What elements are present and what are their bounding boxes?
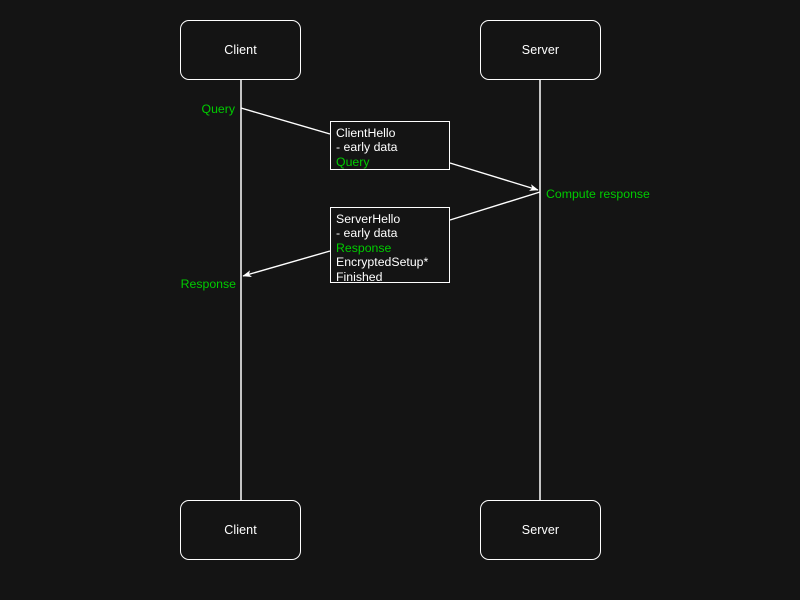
message-connector-client-hello-in	[240, 107, 331, 135]
message-line-server-hello-0: ServerHello	[336, 212, 401, 226]
message-line-server-hello-3: EncryptedSetup*	[336, 255, 429, 270]
message-line-client-hello-2: Query	[336, 154, 370, 169]
message-line-client-hello-0: ClientHello	[336, 126, 396, 140]
actor-box-client-foot[interactable]: Client	[180, 500, 301, 560]
actor-box-server-foot[interactable]: Server	[480, 500, 601, 560]
message-connector-server-hello-in	[449, 191, 541, 221]
message-line-server-hello-4: Finished	[336, 269, 383, 284]
message-line-server-hello-2: Response	[336, 240, 392, 255]
actor-label-client-foot: Client	[224, 522, 257, 537]
note-query: Query	[201, 102, 236, 116]
actor-label-client-head: Client	[224, 42, 257, 57]
message-line-server-hello-1: - early data	[336, 226, 398, 241]
actor-label-server-head: Server	[521, 42, 560, 57]
note-response: Response	[180, 277, 236, 291]
note-compute-response: Compute response	[546, 187, 650, 201]
message-connector-server-hello-out	[242, 250, 331, 278]
actor-label-server-foot: Server	[521, 522, 560, 537]
message-line-client-hello-1: - early data	[336, 140, 398, 155]
message-connector-client-hello-out	[449, 162, 539, 191]
actor-box-client-head[interactable]: Client	[180, 20, 301, 80]
actor-box-server-head[interactable]: Server	[480, 20, 601, 80]
